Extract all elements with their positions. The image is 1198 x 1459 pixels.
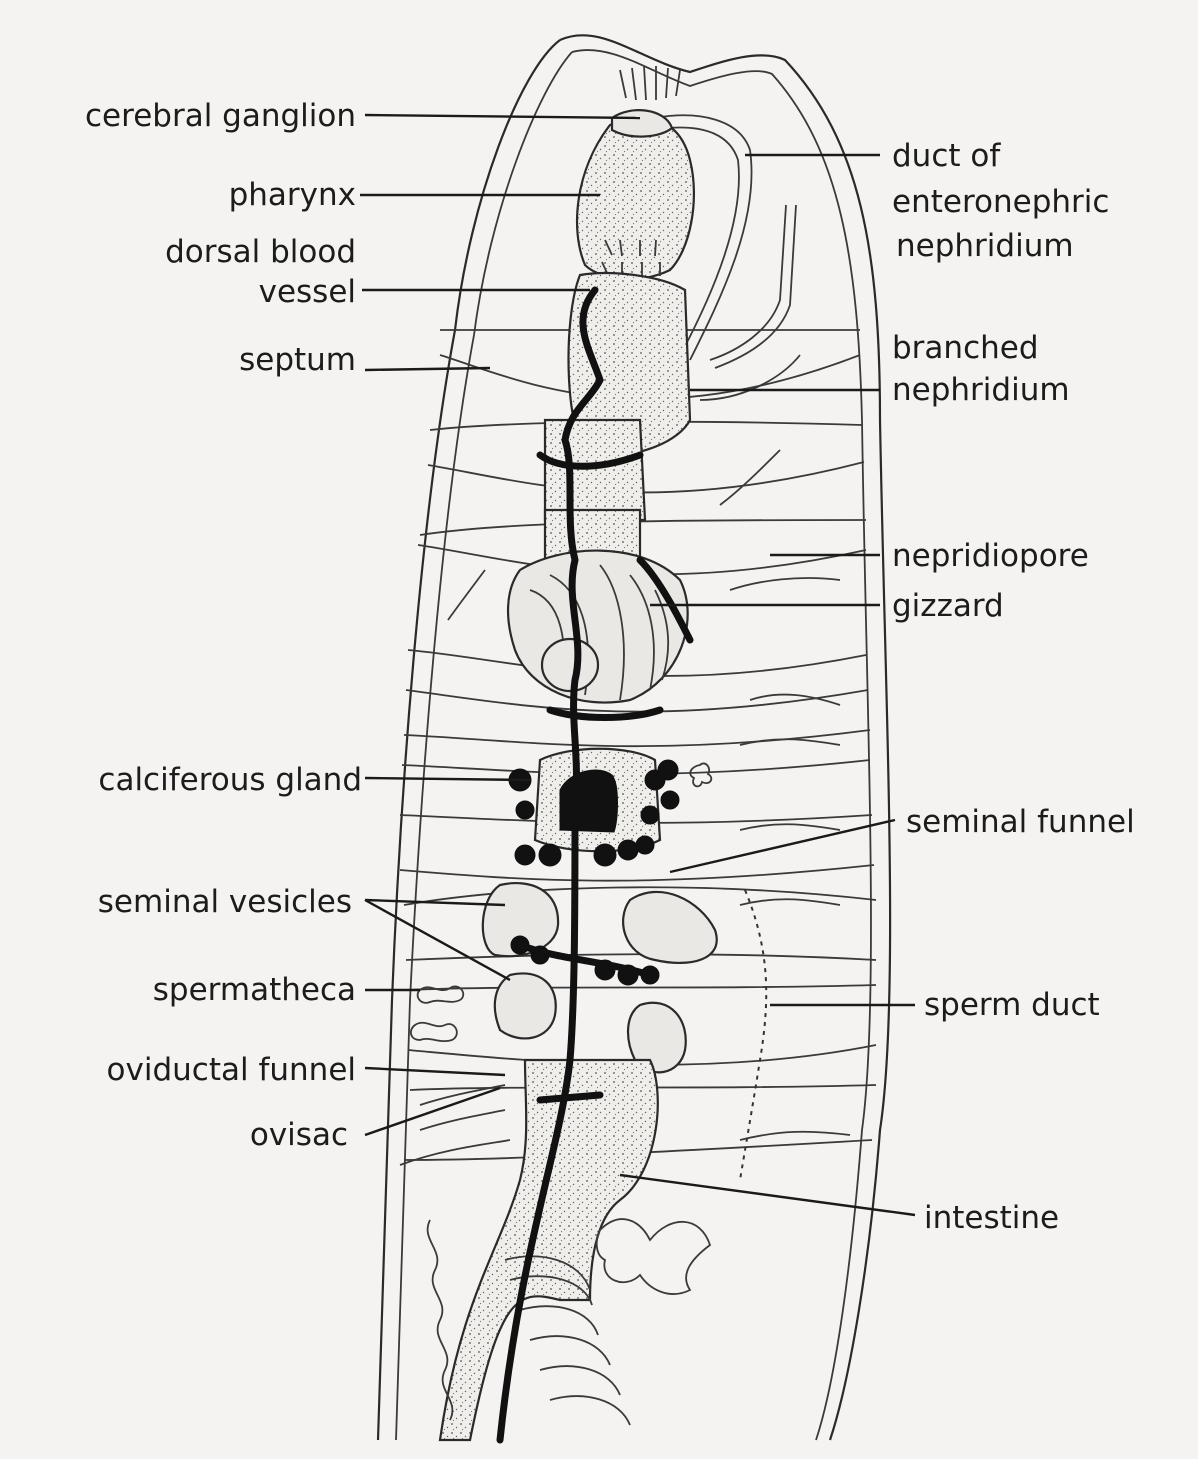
calciferous-glands	[509, 749, 711, 866]
spermatheca	[411, 986, 463, 1041]
label-septum: septum	[239, 342, 356, 378]
label-ovisac: ovisac	[250, 1117, 348, 1153]
label-duct-line3: nephridium	[896, 228, 1074, 264]
label-sperm-duct: sperm duct	[924, 987, 1100, 1023]
label-duct-line1: duct of	[892, 138, 1001, 174]
label-pharynx: pharynx	[229, 177, 356, 213]
label-spermatheca: spermatheca	[153, 972, 356, 1008]
labels-right: duct of enteronephric nephridium branche…	[892, 138, 1135, 1236]
label-nepridiopore: nepridiopore	[892, 538, 1089, 574]
label-dorsal-blood-vessel-line2: vessel	[259, 274, 356, 310]
label-branched-line2: nephridium	[892, 372, 1070, 408]
esophagus-segment-2	[545, 420, 645, 520]
label-seminal-funnel: seminal funnel	[906, 804, 1135, 840]
label-calciferous-gland: calciferous gland	[98, 762, 362, 798]
label-duct-line2: enteronephric	[892, 184, 1109, 220]
cerebral-ganglion	[612, 110, 672, 136]
mouth-fringe	[620, 66, 680, 100]
pharynx	[577, 118, 694, 279]
label-seminal-vesicles: seminal vesicles	[98, 884, 352, 920]
label-dorsal-blood-vessel-line1: dorsal blood	[165, 234, 356, 270]
label-intestine: intestine	[924, 1200, 1059, 1236]
gizzard	[508, 551, 688, 703]
label-oviductal-funnel: oviductal funnel	[107, 1052, 356, 1088]
label-branched-line1: branched	[892, 330, 1039, 366]
label-cerebral-ganglion: cerebral ganglion	[85, 98, 356, 134]
intestine	[440, 1060, 710, 1440]
dorsal-blood-vessel	[500, 290, 690, 1440]
labels-left: cerebral ganglion pharynx dorsal blood v…	[85, 98, 362, 1153]
seminal-vesicles	[483, 883, 717, 1072]
label-gizzard: gizzard	[892, 588, 1004, 624]
